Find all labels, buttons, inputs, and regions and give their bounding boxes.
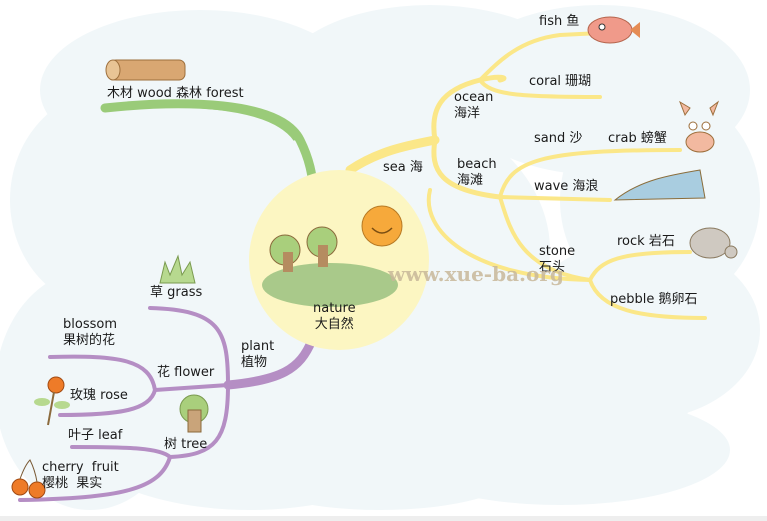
beach-label-en: beach (457, 157, 497, 172)
plant-label-en: plant (241, 339, 275, 354)
crab-label: crab 螃蟹 (608, 131, 667, 146)
crab-icon (679, 100, 720, 153)
plant-branches (18, 306, 317, 502)
plant-label-zh: 植物 (241, 355, 268, 370)
beach-label-zh: 海滩 (457, 173, 484, 188)
leaf-label: 叶子 leaf (68, 428, 123, 443)
ocean-label: ocean 海洋 (454, 90, 493, 122)
pebble-label: pebble 鹅卵石 (610, 292, 698, 307)
stone-label-en: stone (539, 244, 576, 259)
coral-label: coral 珊瑚 (529, 74, 592, 89)
grass-label: 草 grass (150, 285, 203, 300)
fruit-label: cherry fruit 樱桃 果实 (42, 460, 119, 492)
forest-branch (100, 99, 319, 195)
sea-branches (345, 31, 707, 320)
grass-icon (159, 254, 196, 284)
nature-scene-icon (262, 205, 403, 307)
fruit-label-en: cherry fruit (42, 460, 119, 475)
wave-icon (613, 169, 706, 201)
stone-label-zh: 石头 (539, 260, 566, 275)
tree-icon (179, 394, 209, 433)
log-icon (105, 59, 186, 81)
sea-label: sea 海 (383, 160, 423, 175)
forest-label: 木材 wood 森林 forest (107, 86, 244, 101)
sand-label: sand 沙 (534, 131, 583, 146)
fruit-label-zh: 樱桃 果实 (42, 476, 103, 491)
center-label-zh: 大自然 (314, 317, 354, 332)
center-label-en: nature (313, 301, 356, 316)
ocean-label-zh: 海洋 (454, 106, 481, 121)
blossom-label-zh: 果树的花 (63, 333, 116, 348)
bottom-bar (0, 516, 767, 521)
rock-icon (689, 227, 738, 259)
blossom-label-en: blossom (63, 317, 117, 332)
cherry-icon (11, 459, 46, 499)
watermark-text: www.xue-ba.org (388, 262, 564, 286)
center-label: nature 大自然 (313, 301, 356, 333)
beach-label: beach 海滩 (457, 157, 497, 189)
ocean-label-en: ocean (454, 90, 494, 105)
rock-label: rock 岩石 (617, 234, 675, 249)
tree-label: 树 tree (164, 437, 208, 452)
blossom-label: blossom 果树的花 (63, 317, 117, 349)
rose-icon (34, 376, 70, 426)
fish-icon (587, 16, 640, 44)
wave-label: wave 海浪 (534, 179, 599, 194)
rose-label: 玫瑰 rose (70, 388, 128, 403)
plant-label: plant 植物 (241, 339, 274, 371)
flower-label: 花 flower (157, 365, 215, 380)
stone-label: stone 石头 (539, 244, 575, 276)
fish-label: fish 鱼 (539, 14, 580, 29)
